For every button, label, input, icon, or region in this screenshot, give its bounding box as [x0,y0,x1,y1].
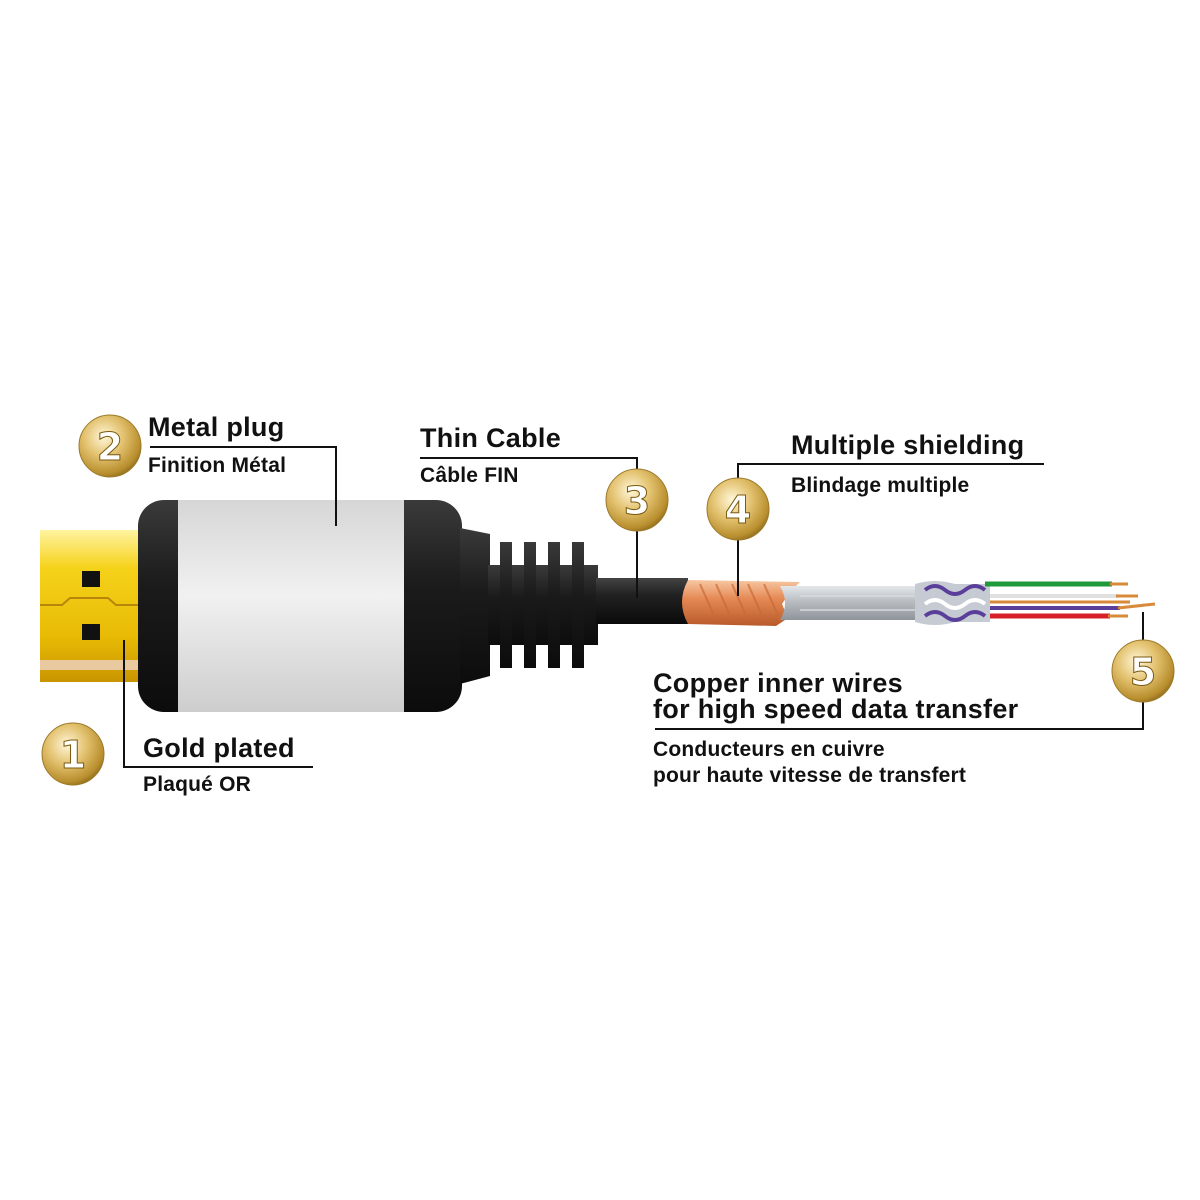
leader-line-2 [150,446,337,526]
badge-5-number: 5 [1130,650,1156,694]
foil-shield [780,586,925,620]
callout-5-title-line1: Copper inner wires [653,668,903,698]
callout-1-subtitle: Plaqué OR [143,773,251,796]
callout-3-title: Thin Cable [420,423,562,453]
callout-5-subtitle-line1: Conducteurs en cuivre [653,738,885,761]
cable-jacket [596,578,688,624]
leader-line-3 [420,457,638,598]
callout-4-subtitle: Blindage multiple [791,474,970,497]
badge-3: 3 [605,468,669,532]
copper-braid-shield [682,580,800,626]
badge-2-number: 2 [97,425,123,469]
leader-line-4 [737,463,1044,596]
badge-5: 5 [1111,639,1175,703]
callout-2-subtitle: Finition Métal [148,454,287,477]
badge-2: 2 [78,414,142,478]
callout-1-title: Gold plated [143,733,295,763]
callout-3-subtitle: Câble FIN [420,464,519,487]
badge-1-number: 1 [60,733,86,777]
copper-inner-wires [985,581,1156,619]
badge-3-number: 3 [624,479,650,523]
metal-plug-housing [138,500,462,712]
leader-line-1 [123,640,313,768]
callout-5-title-line2: for high speed data transfer [653,694,1019,724]
badge-4: 4 [706,477,770,541]
badge-1: 1 [41,722,105,786]
callout-5-subtitle-line2: pour haute vitesse de transfert [653,764,967,787]
twisted-pairs [915,581,990,625]
callout-4-title: Multiple shielding [791,430,1025,460]
strain-relief [460,528,598,684]
badge-4-number: 4 [725,488,751,532]
callout-2-title: Metal plug [148,412,285,442]
